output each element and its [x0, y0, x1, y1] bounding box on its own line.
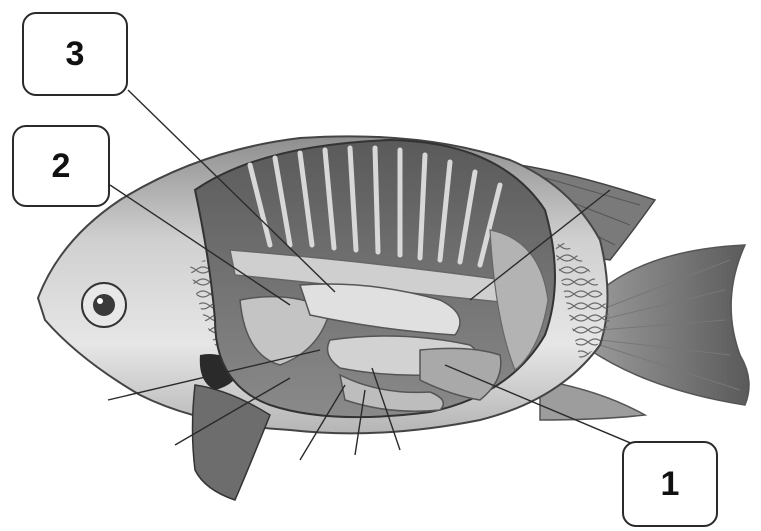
label-box-2: 2 [12, 125, 110, 207]
label-text-2: 2 [52, 147, 71, 186]
eye-pupil [93, 294, 115, 316]
label-text-3: 3 [66, 35, 85, 74]
label-box-3: 3 [22, 12, 128, 96]
label-box-1: 1 [622, 441, 718, 527]
tail-fin [590, 245, 749, 405]
label-text-1: 1 [661, 465, 680, 504]
